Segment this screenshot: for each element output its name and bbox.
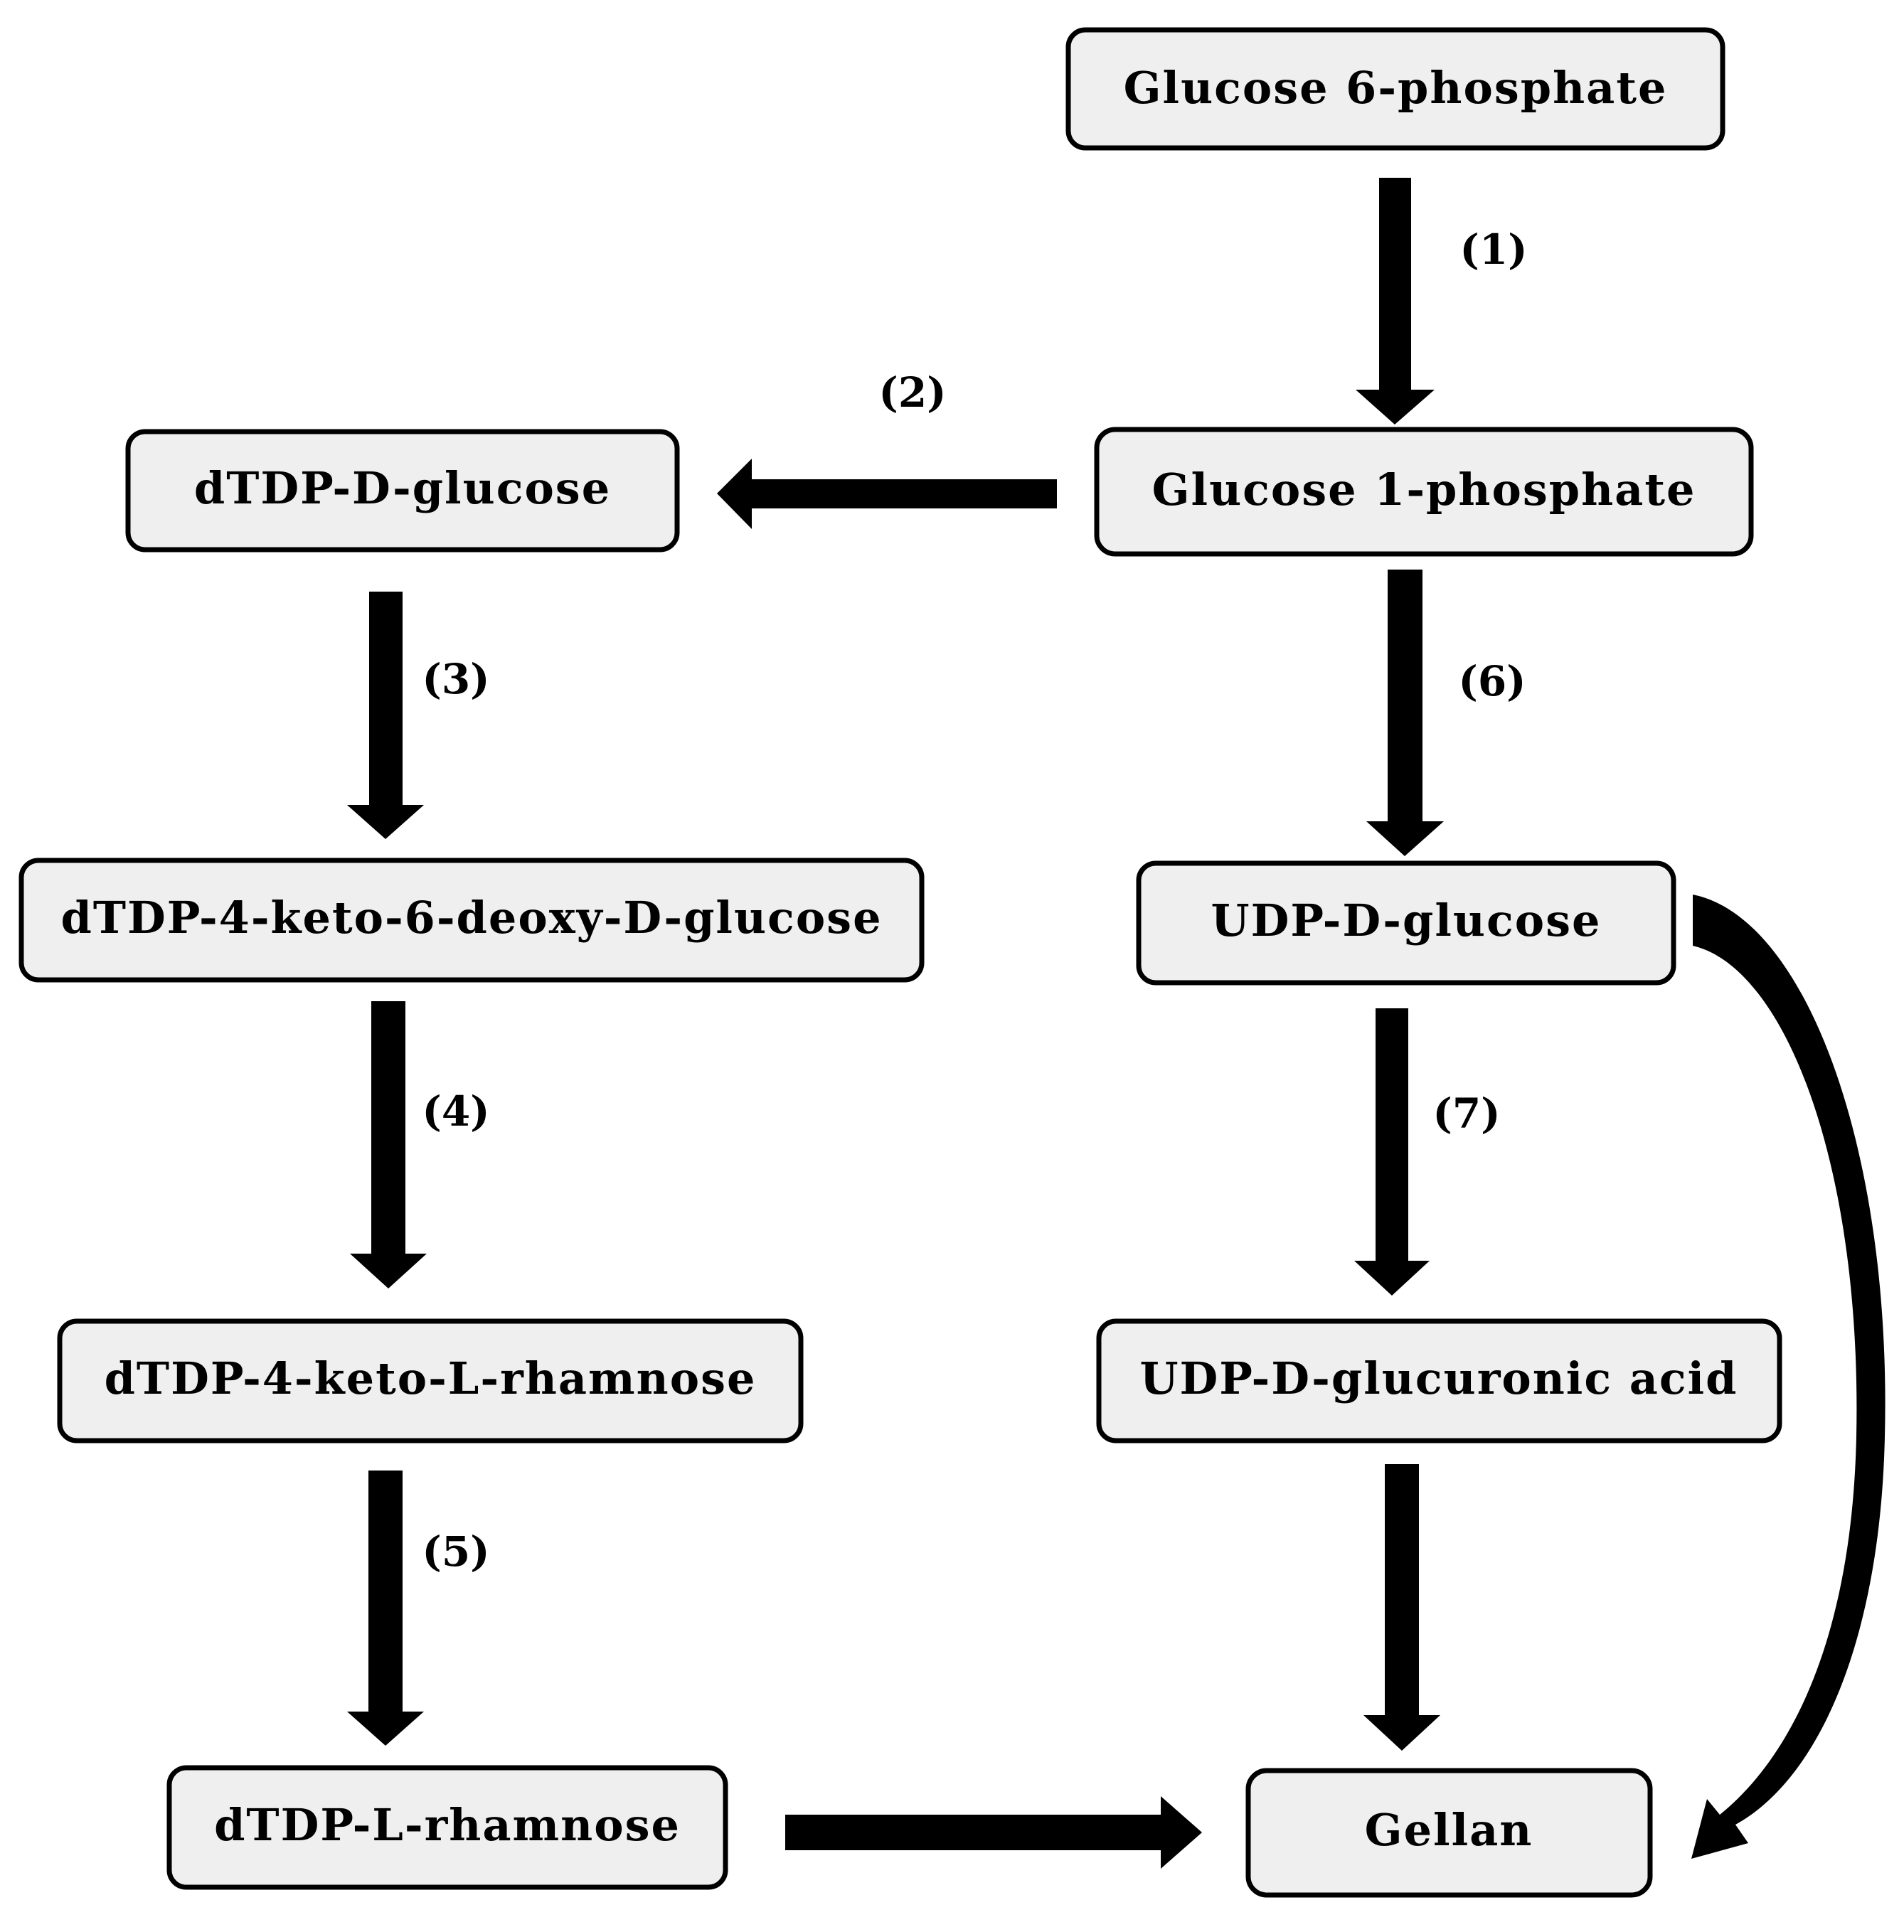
arrow-g1p-to-udp-glucose [1366,570,1444,856]
node-gellan: Gellan [1245,1768,1653,1898]
node-dtdp-d-glucose: dTDP-D-glucose [125,429,680,553]
step-label-5: (5) [422,1527,489,1576]
arrow-udp-glucose-to-glucuronic [1354,1008,1430,1296]
node-dtdp-4-keto-l-rhamnose-label: dTDP-4-keto-L-rhamnose [105,1352,757,1404]
step-label-7: (7) [1432,1089,1500,1138]
step-label-4: (4) [422,1087,489,1136]
node-udp-d-glucuronic-acid: UDP-D-glucuronic acid [1096,1318,1782,1443]
arrow-keto-deoxy-to-keto-rha [350,1001,427,1288]
step-label-6: (6) [1458,657,1526,705]
node-dtdp-d-glucose-label: dTDP-D-glucose [194,462,611,514]
node-glucose-6-phosphate-label: Glucose 6-phosphate [1124,62,1668,114]
node-dtdp-4-keto-6-deoxy-d-glucose: dTDP-4-keto-6-deoxy-D-glucose [18,858,925,983]
node-udp-d-glucose: UDP-D-glucose [1136,860,1676,986]
node-udp-d-glucose-label: UDP-D-glucose [1211,895,1602,946]
node-gellan-label: Gellan [1365,1804,1533,1856]
arrow-g6p-to-g1p [1356,178,1435,425]
arrow-udp-glucose-to-gellan-curved [1691,895,1886,1859]
step-label-1: (1) [1459,225,1527,274]
arrow-dtdp-rha-to-gellan [785,1796,1202,1869]
step-label-3: (3) [422,655,489,703]
arrow-dtdp-glc-to-keto-deoxy [347,592,424,839]
node-glucose-1-phosphate-label: Glucose 1-phosphate [1152,464,1696,516]
step-label-2: (2) [878,368,946,417]
node-udp-d-glucuronic-acid-label: UDP-D-glucuronic acid [1139,1352,1738,1404]
node-dtdp-l-rhamnose-label: dTDP-L-rhamnose [214,1799,681,1851]
node-dtdp-4-keto-6-deoxy-d-glucose-label: dTDP-4-keto-6-deoxy-D-glucose [60,892,882,944]
arrow-g1p-to-dtdp-d-glucose [717,459,1057,529]
arrow-keto-rha-to-dtdp-rha [347,1471,424,1746]
node-glucose-6-phosphate: Glucose 6-phosphate [1065,27,1725,151]
node-dtdp-4-keto-l-rhamnose: dTDP-4-keto-L-rhamnose [57,1318,804,1443]
node-dtdp-l-rhamnose: dTDP-L-rhamnose [166,1765,728,1890]
node-glucose-1-phosphate: Glucose 1-phosphate [1094,427,1754,557]
arrow-glucuronic-to-gellan [1363,1464,1440,1751]
